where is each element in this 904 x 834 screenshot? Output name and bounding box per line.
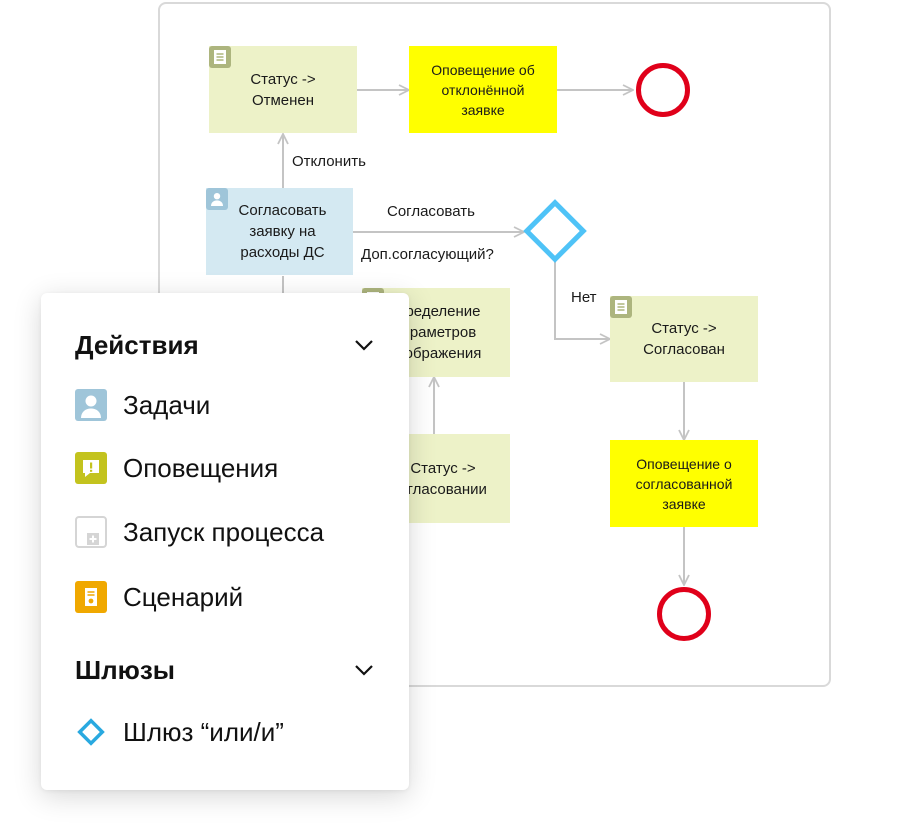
gateway-icon: [75, 716, 107, 748]
edge-label-reject: Отклонить: [292, 153, 366, 170]
exclusive-gateway: [523, 199, 587, 263]
document-icon: [209, 46, 231, 68]
node-label: Статус -> Отменен: [250, 70, 316, 109]
palette-item-tasks[interactable]: Задачи: [75, 385, 210, 425]
edge-label-approve: Согласовать: [387, 203, 475, 220]
notification-icon: [75, 452, 107, 484]
chevron-down-icon: [355, 340, 373, 351]
document-icon: [610, 296, 632, 318]
end-event-top[interactable]: [636, 63, 690, 117]
actions-section-title: Действия: [75, 329, 199, 360]
node-label: Согласовать заявку на расходы ДС: [238, 202, 327, 261]
palette-item-script[interactable]: Сценарий: [75, 577, 243, 617]
edge-label-no: Нет: [571, 289, 597, 306]
node-label: Статус -> Согласован: [643, 320, 725, 358]
gateways-section-header[interactable]: Шлюзы: [75, 653, 375, 687]
script-icon: [75, 581, 107, 613]
node-approve-task[interactable]: Согласовать заявку на расходы ДС: [206, 188, 353, 275]
end-event-bottom[interactable]: [657, 587, 711, 641]
edge-no: [554, 262, 610, 339]
node-label: Оповещение о согласованной заявке: [635, 455, 733, 512]
gateways-section-title: Шлюзы: [75, 654, 175, 685]
palette-item-label: Шлюз “или/и”: [123, 716, 284, 747]
palette-item-label: Сценарий: [123, 581, 244, 612]
node-notify-approved[interactable]: Оповещение о согласованной заявке: [610, 440, 758, 527]
user-icon: [75, 389, 107, 421]
node-label: ределение раметров ображения: [404, 303, 482, 362]
palette-item-label: Запуск процесса: [123, 516, 325, 547]
palette-item-label: Оповещения: [123, 452, 279, 483]
palette-item-gateway[interactable]: Шлюз “или/и”: [75, 712, 284, 752]
palette-item-process-start[interactable]: Запуск процесса: [75, 512, 324, 552]
element-palette-panel: Действия Задачи Оповещения Запуск процес…: [41, 293, 409, 790]
user-icon: [206, 188, 228, 210]
actions-section-header[interactable]: Действия: [75, 328, 375, 362]
chevron-down-icon: [355, 665, 373, 676]
palette-item-notifications[interactable]: Оповещения: [75, 448, 278, 488]
edge-label-extra-approver: Доп.согласующий?: [361, 246, 494, 263]
palette-item-label: Задачи: [123, 389, 211, 420]
node-notify-rejected[interactable]: Оповещение об отклонённой заявке: [409, 46, 557, 133]
process-start-icon: [75, 516, 107, 548]
node-label: Статус -> огласовании: [399, 459, 487, 498]
node-status-cancelled[interactable]: Статус -> Отменен: [209, 46, 357, 133]
node-label: Оповещение об отклонённой заявке: [431, 61, 535, 118]
node-status-approved[interactable]: Статус -> Согласован: [610, 296, 758, 382]
